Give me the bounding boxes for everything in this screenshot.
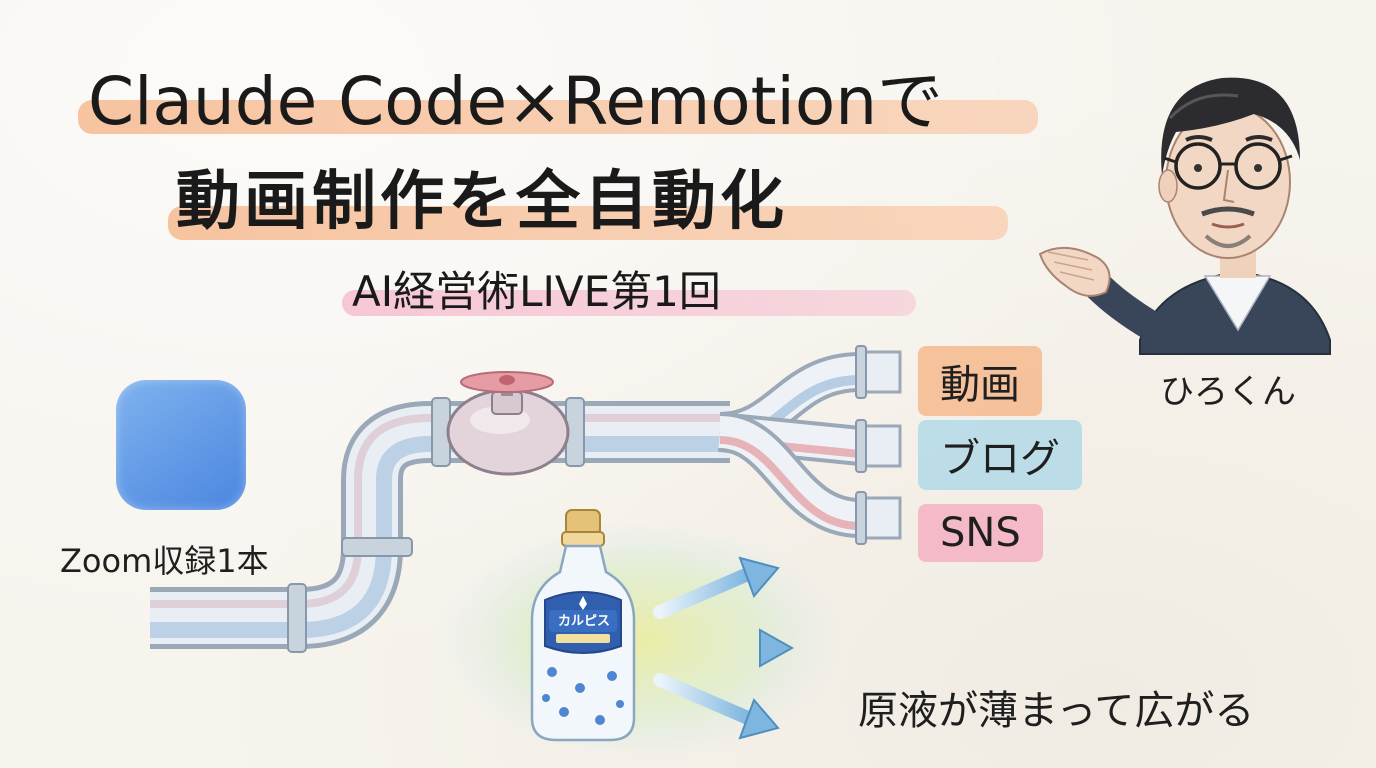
branch-pipes bbox=[718, 345, 902, 545]
subtitle-highlight bbox=[342, 290, 916, 316]
zoom-app-logo bbox=[116, 380, 246, 510]
title-highlight-2 bbox=[168, 206, 1008, 240]
presenter-name: ひろくん bbox=[1160, 372, 1296, 412]
valve-icon bbox=[446, 371, 570, 476]
bottle-icon bbox=[530, 509, 636, 742]
color-wash bbox=[440, 520, 840, 760]
page-title-line-2: 動画制作を全自動化 bbox=[176, 165, 788, 239]
output-tag-video: 動画 bbox=[918, 346, 1042, 416]
title-highlight-1 bbox=[78, 100, 1038, 134]
output-tag-blog: ブログ bbox=[918, 420, 1082, 490]
page-subtitle: AI経営術LIVE第1回 bbox=[352, 267, 721, 316]
presenter-avatar bbox=[1038, 77, 1331, 355]
page-title-line-1: Claude Code×Remotionで bbox=[88, 63, 944, 140]
bottle-label: カルピス bbox=[557, 614, 610, 629]
pipe-couplings bbox=[287, 397, 585, 653]
spread-arrows bbox=[653, 556, 795, 740]
output-tag-sns: SNS bbox=[918, 504, 1043, 562]
source-label: Zoom収録1本 bbox=[60, 542, 269, 580]
metaphor-caption: 原液が薄まって広がる bbox=[858, 688, 1255, 734]
